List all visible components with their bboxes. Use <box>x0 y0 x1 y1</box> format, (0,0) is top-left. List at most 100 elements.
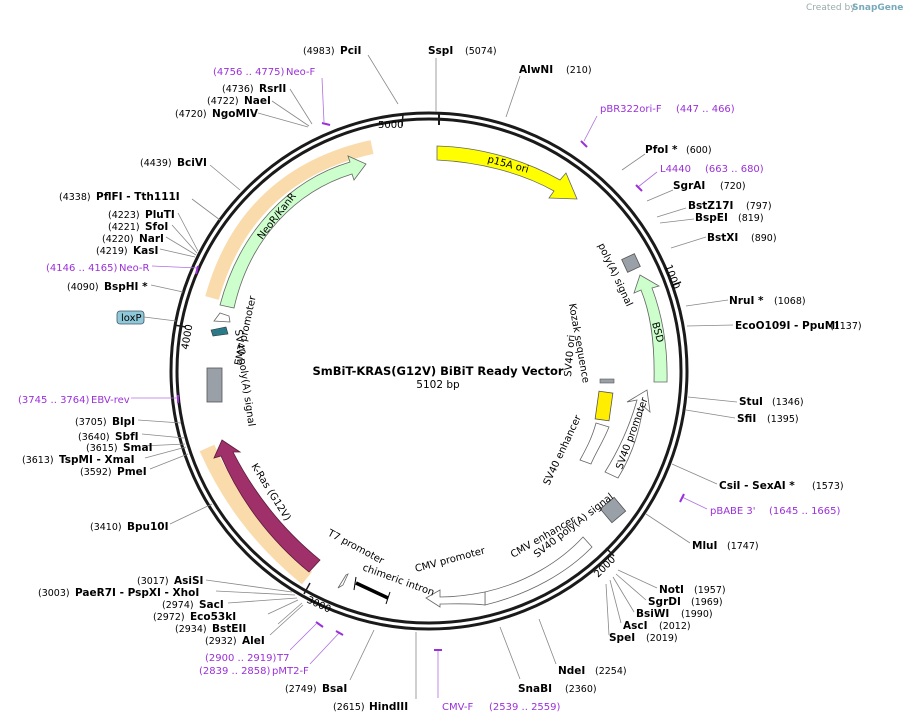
site-pfoI-leader <box>621 153 646 171</box>
site-rsrII[interactable]: (4736) RsrII <box>222 83 313 125</box>
site-pflFI-leader <box>191 198 221 221</box>
primer-t7[interactable]: (2900 .. 2919) T7 <box>205 621 324 664</box>
site-pluTI[interactable]: (4223) PluTI <box>108 209 199 252</box>
site-ascI[interactable]: AscI (2012) <box>609 579 691 632</box>
site-notI[interactable]: NotI (1957) <box>617 569 726 596</box>
site-eco53kI[interactable]: (2972) Eco53kI <box>153 599 299 623</box>
primer-cmv-f-range: (2539 .. 2559) <box>489 702 561 713</box>
site-bspHI[interactable]: (4090) BspHI * <box>67 281 184 293</box>
site-sfiI-name: SfiI <box>737 413 756 425</box>
site-pmeI[interactable]: (3592) PmeI <box>80 453 189 478</box>
primer-cmv-f-name: CMV-F <box>442 702 473 713</box>
site-paeR7I[interactable]: (3003) PaeR7I - PspXI - XhoI <box>38 587 296 599</box>
site-stuI[interactable]: StuI (1346) <box>687 396 804 408</box>
site-bsaI-name: BsaI <box>322 683 347 695</box>
sv40-ori-box[interactable] <box>594 390 614 422</box>
site-sfoI-leader <box>171 224 198 254</box>
primer-ebv-rev[interactable]: (3745 .. 3764) EBV-rev <box>18 395 179 406</box>
site-tspMI[interactable]: (3613) TspMI - XmaI <box>22 446 187 466</box>
primer-pbabe3-range: (1645 .. 1665) <box>769 506 841 517</box>
map-title: SmBiT-KRAS(G12V) BiBiT Ready Vector <box>312 364 563 378</box>
bsd-arrow[interactable] <box>633 274 668 383</box>
loxp-box[interactable] <box>116 310 145 325</box>
sv40-polya-box-left[interactable] <box>206 367 223 403</box>
site-sspI[interactable]: SspI (5074) <box>428 45 497 112</box>
site-sfiI[interactable]: SfiI (1395) <box>685 409 799 425</box>
primer-pbabe3-name: pBABE 3' <box>710 506 756 517</box>
site-sacI[interactable]: (2974) SacI <box>162 597 298 611</box>
em7-promoter-arrow[interactable] <box>213 312 231 323</box>
site-pfoI[interactable]: PfoI * (600) <box>621 144 712 171</box>
site-bstZ17I[interactable]: BstZ17I (797) <box>656 200 772 218</box>
site-sbfI[interactable]: (3640) SbfI <box>78 431 185 443</box>
t7-promoter-arrow[interactable] <box>337 573 349 589</box>
kras-arrow[interactable] <box>213 439 321 573</box>
site-ndeI[interactable]: NdeI (2254) <box>538 618 627 677</box>
polya-signal-box-1[interactable] <box>621 253 641 273</box>
site-asiSI[interactable]: (3017) AsiSI <box>137 575 293 593</box>
site-alwNI-leader <box>505 75 521 118</box>
kozak-marker[interactable] <box>599 378 615 384</box>
site-naeI[interactable]: (4722) NaeI <box>207 95 310 127</box>
site-sgrAI[interactable]: SgrAI (720) <box>646 180 746 202</box>
primer-pbr322ori-f[interactable]: pBR322ori-F (447 .. 466) <box>580 104 735 148</box>
site-sfoI-pos: (4221) <box>108 222 140 233</box>
site-bsaI-pos: (2749) <box>285 684 317 695</box>
p15a-ori-arrow[interactable] <box>436 145 578 200</box>
primer-l4440-leader <box>637 171 658 188</box>
site-sfoI[interactable]: (4221) SfoI <box>108 221 198 254</box>
primer-neo-f-mark <box>321 122 331 126</box>
site-bspEI[interactable]: BspEI (819) <box>659 212 764 224</box>
primer-l4440[interactable]: L4440 (663 .. 680) <box>635 164 764 192</box>
primer-neo-r-name: Neo-R <box>119 263 150 274</box>
site-pciI-name: PciI <box>340 45 361 57</box>
primer-pbr322ori-f-leader <box>583 115 598 142</box>
site-ecoO109I[interactable]: EcoO109I - PpuMI (1137) <box>686 320 862 332</box>
site-bstEII[interactable]: (2934) BstEII <box>175 602 303 635</box>
primer-pbabe3[interactable]: pBABE 3' (1645 .. 1665) <box>679 493 841 517</box>
site-narI[interactable]: (4220) NarI <box>102 233 197 256</box>
site-pflFI[interactable]: (4338) PflFI - Tth111I <box>59 191 221 221</box>
sv40-enhancer-box[interactable] <box>579 422 610 465</box>
site-sgrDI[interactable]: SgrDI (1969) <box>615 573 723 608</box>
site-narI-leader <box>165 236 197 256</box>
sv40-promoter-arrow[interactable] <box>604 389 651 479</box>
cmv-promoter-arrow[interactable] <box>425 589 486 608</box>
site-bsaI[interactable]: (2749) BsaI <box>285 629 375 695</box>
site-ngoMIV[interactable]: (4720) NgoMIV <box>175 108 309 128</box>
site-pluTI-leader <box>177 212 199 252</box>
site-mluI-pos: (1747) <box>727 541 759 552</box>
primer-cmv-f[interactable]: CMV-F (2539 .. 2559) <box>434 649 561 713</box>
chimeric-intron-bar[interactable] <box>355 581 389 600</box>
site-aleI[interactable]: (2932) AleI <box>205 604 304 647</box>
site-smaI[interactable]: (3615) SmaI <box>86 442 186 454</box>
site-speI[interactable]: SpeI (2019) <box>605 583 678 644</box>
site-bciVI[interactable]: (4439) BciVI <box>140 157 241 191</box>
site-bsiWI[interactable]: BsiWI (1990) <box>612 576 713 620</box>
site-bpu10I-leader <box>169 503 213 525</box>
site-bpu10I[interactable]: (3410) Bpu10I <box>90 503 213 533</box>
site-alwNI[interactable]: AlwNI (210) <box>505 64 592 118</box>
neor-kanr-arrow[interactable] <box>219 155 367 309</box>
sv40-polya-box[interactable] <box>599 496 627 524</box>
primer-pmt2-f[interactable]: (2839 .. 2858) pMT2-F <box>199 630 344 677</box>
site-nruI[interactable]: NruI * (1068) <box>685 295 806 307</box>
primer-ebv-rev-range: (3745 .. 3764) <box>18 395 90 406</box>
site-bstXI[interactable]: BstXI (890) <box>670 232 777 249</box>
site-snaBI[interactable]: SnaBI (2360) <box>499 626 597 695</box>
site-sbfI-name: SbfI <box>115 431 139 443</box>
sv40-enhancer-label: SV40 enhancer <box>542 413 585 487</box>
site-pfoI-name: PfoI * <box>645 144 678 156</box>
site-pciI[interactable]: (4983) PciI <box>303 45 399 105</box>
site-hindIII[interactable]: (2615) HindIII <box>333 632 417 713</box>
primer-neo-r[interactable]: (4146 .. 4165) Neo-R <box>46 263 199 275</box>
primer-neo-f[interactable]: (4756 .. 4775) Neo-F <box>213 67 331 126</box>
tick-5000 <box>401 113 404 127</box>
site-mluI[interactable]: MluI (1747) <box>645 513 759 552</box>
em7-teal-marker[interactable] <box>210 326 229 337</box>
site-blpI[interactable]: (3705) BlpI <box>75 416 182 428</box>
site-kasI[interactable]: (4219) KasI <box>96 245 196 258</box>
site-csiI[interactable]: CsiI - SexAI * (1573) <box>671 463 844 492</box>
site-speI-name: SpeI <box>609 632 635 644</box>
site-paeR7I-leader <box>215 590 296 596</box>
